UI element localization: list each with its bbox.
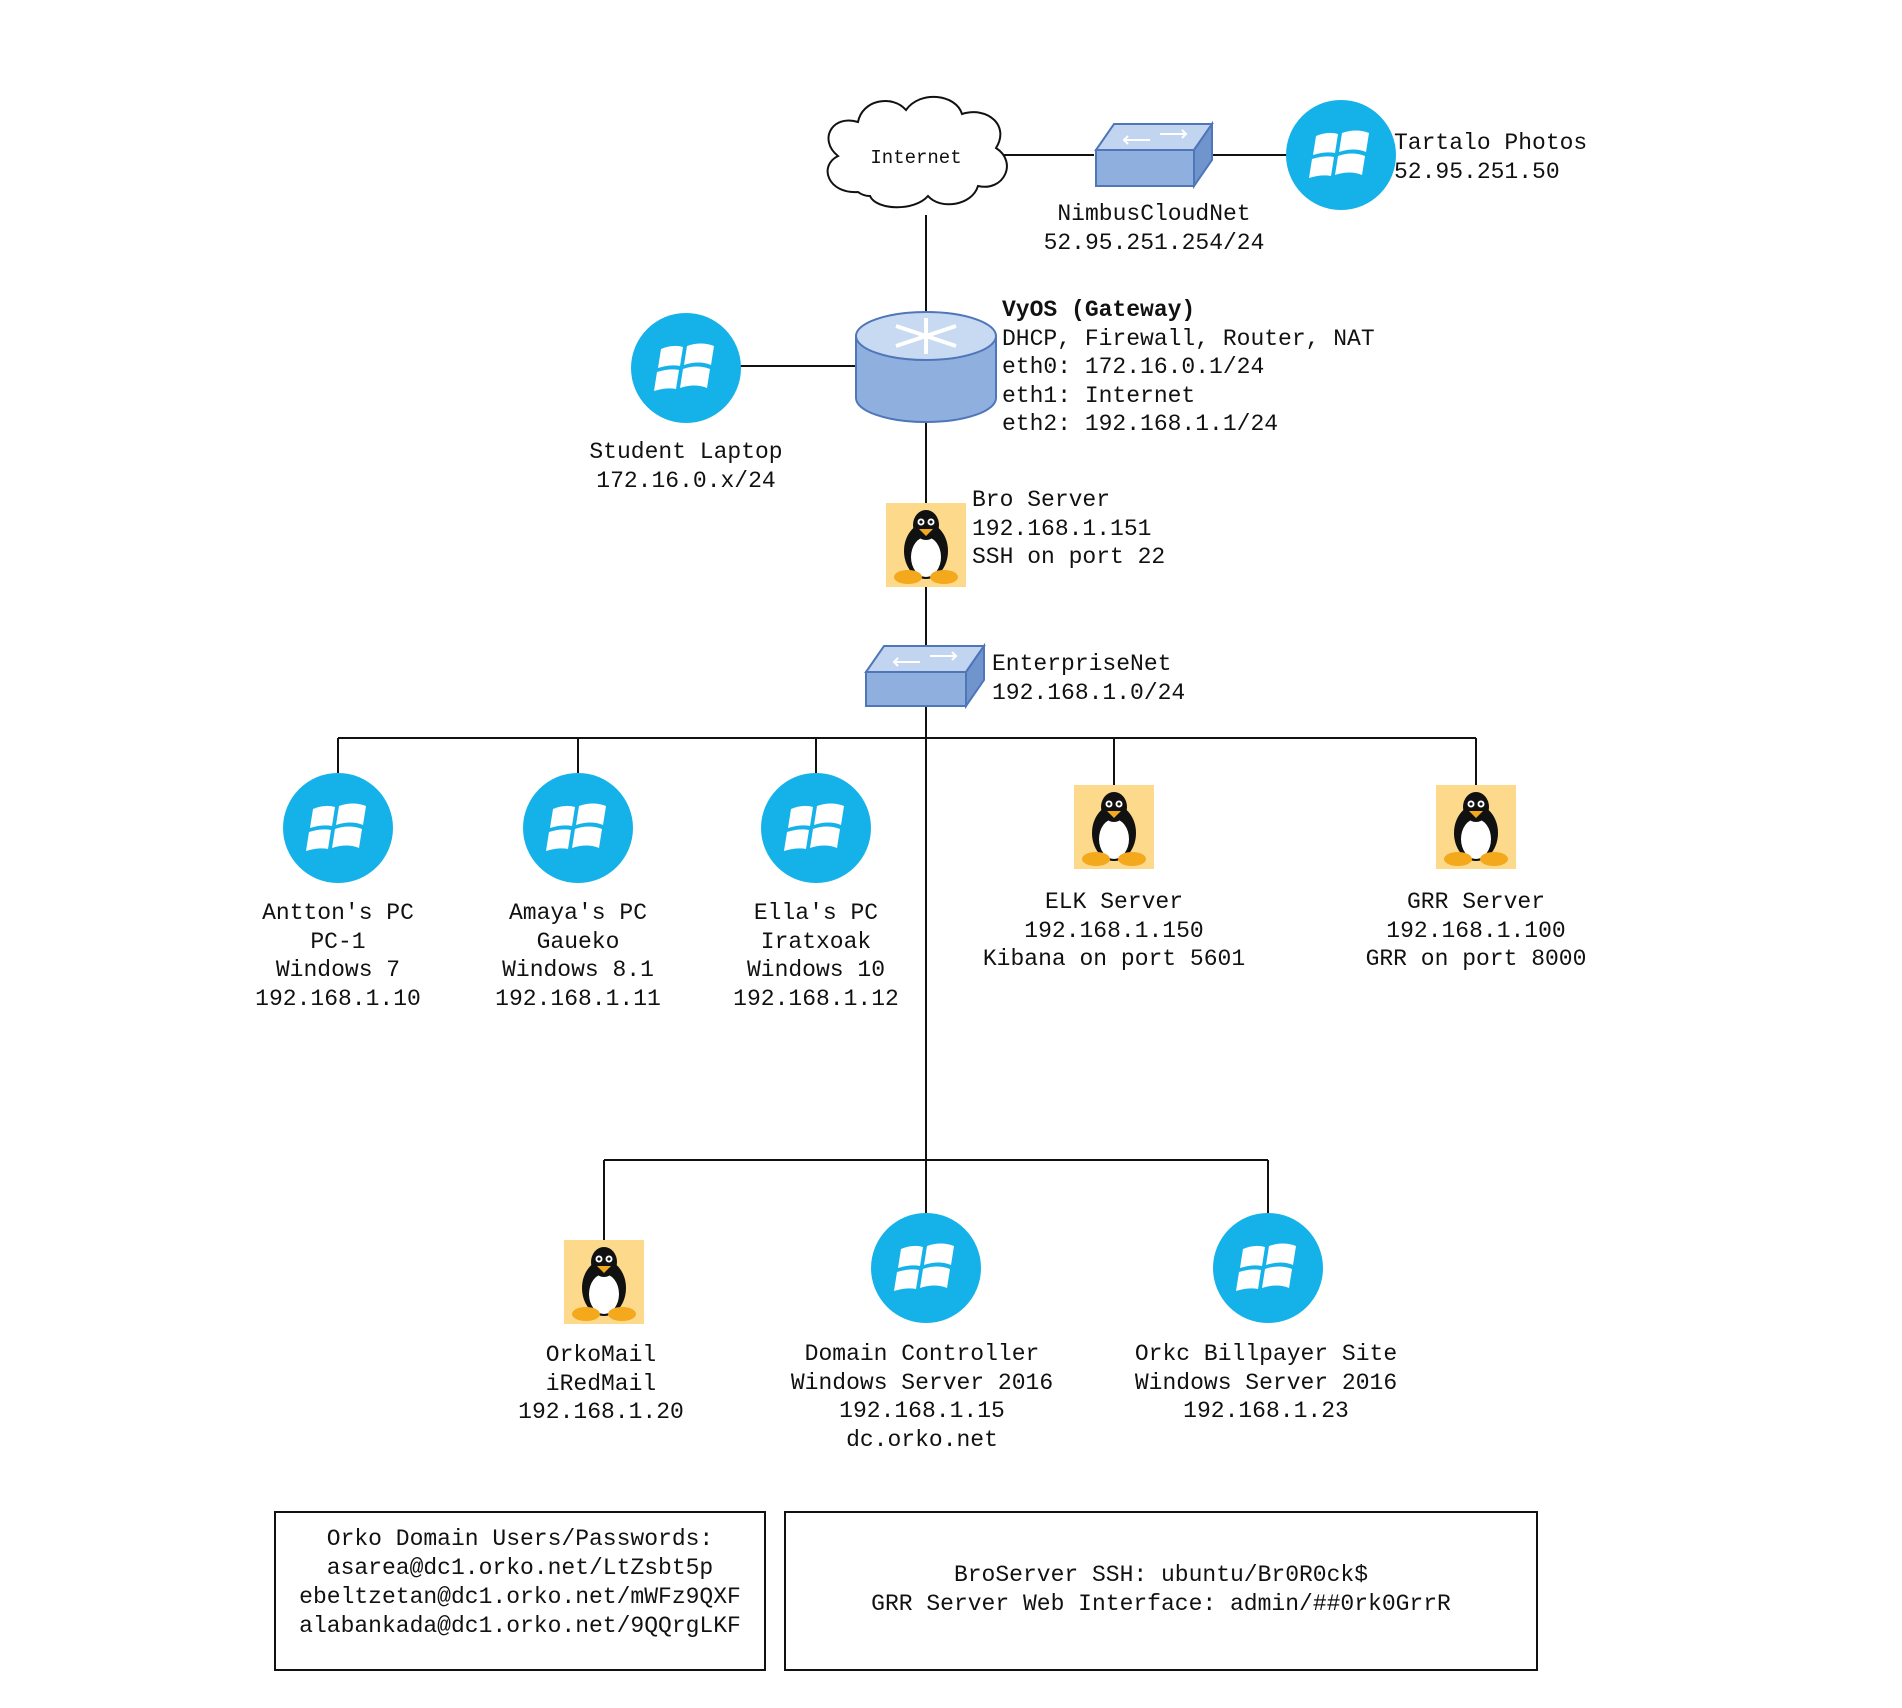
domain-users-box: Orko Domain Users/Passwords: asarea@dc1.… [274, 1511, 766, 1671]
tartalo-windows-icon [1286, 100, 1396, 210]
grr-label: GRR Server 192.168.1.100 GRR on port 800… [1365, 889, 1587, 972]
elk-label: ELK Server 192.168.1.150 Kibana on port … [982, 889, 1246, 972]
billpayer-label: Orkc Billpayer Site Windows Server 2016 … [1134, 1341, 1398, 1424]
bro-label: Bro Server 192.168.1.151 SSH on port 22 [972, 487, 1166, 570]
grr-web-credential: GRR Server Web Interface: admin/##0rk0Gr… [871, 1591, 1451, 1617]
users-box-title: Orko Domain Users/Passwords: [326, 1526, 714, 1552]
user-credential: ebeltzetan@dc1.orko.net/mWFz9QXF [299, 1584, 741, 1610]
antton-windows-icon [283, 773, 393, 883]
antton-label: Antton's PC PC-1 Windows 7 192.168.1.10 [255, 900, 421, 1012]
elk-linux-icon [1074, 785, 1154, 869]
dc-label: Domain Controller Windows Server 2016 19… [790, 1341, 1054, 1453]
bro-linux-icon [886, 503, 966, 587]
nimbus-switch-icon [1094, 120, 1214, 190]
amaya-label: Amaya's PC Gaueko Windows 8.1 192.168.1.… [495, 900, 661, 1012]
user-credential: alabankada@dc1.orko.net/9QQrgLKF [299, 1613, 741, 1639]
billpayer-windows-icon [1213, 1213, 1323, 1323]
ella-label: Ella's PC Iratxoak Windows 10 192.168.1.… [733, 900, 899, 1012]
ella-windows-icon [761, 773, 871, 883]
gateway-label: VyOS (Gateway) DHCP, Firewall, Router, N… [1002, 297, 1375, 437]
gateway-title: VyOS (Gateway) [1002, 297, 1196, 323]
enterprise-label: EnterpriseNet 192.168.1.0/24 [992, 651, 1186, 706]
enterprise-switch-icon [864, 642, 986, 710]
student-laptop-windows-icon [631, 313, 741, 423]
bro-ssh-credential: BroServer SSH: ubuntu/Br0R0ck$ [953, 1562, 1369, 1588]
student-label: Student Laptop 172.16.0.x/24 [589, 439, 783, 494]
orkomail-label: OrkoMail iRedMail 192.168.1.20 [518, 1342, 684, 1425]
orkomail-linux-icon [564, 1240, 644, 1324]
service-credentials-box: BroServer SSH: ubuntu/Br0R0ck$ GRR Serve… [784, 1511, 1538, 1671]
nimbus-label: NimbusCloudNet 52.95.251.254/24 [1043, 201, 1265, 256]
grr-linux-icon [1436, 785, 1516, 869]
user-credential: asarea@dc1.orko.net/LtZsbt5p [326, 1555, 714, 1581]
dc-windows-icon [871, 1213, 981, 1323]
internet-cloud-icon [826, 96, 1008, 209]
internet-label: Internet [870, 147, 962, 169]
router-icon [855, 311, 997, 423]
tartalo-label: Tartalo Photos 52.95.251.50 [1394, 130, 1588, 185]
amaya-windows-icon [523, 773, 633, 883]
